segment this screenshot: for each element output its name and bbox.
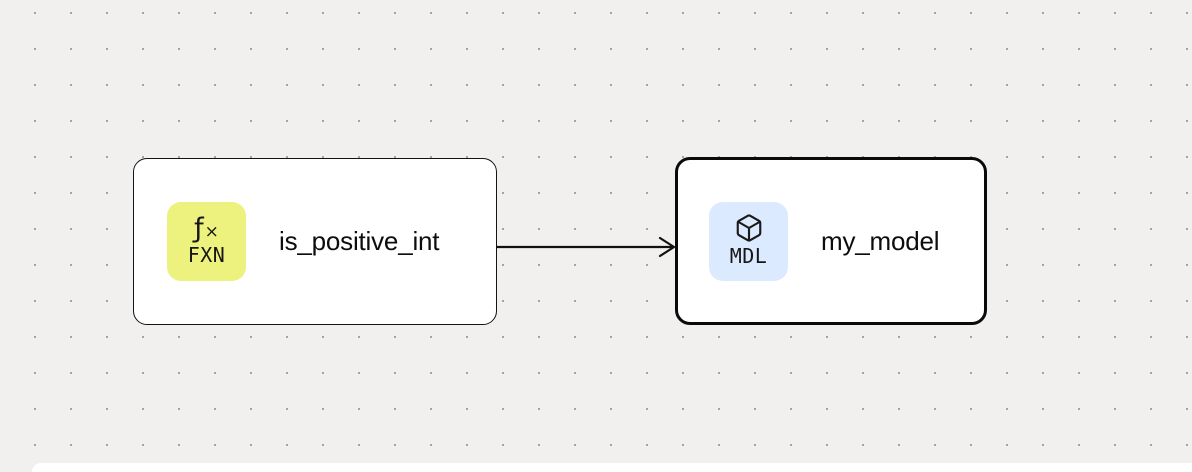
arrowhead-icon: [658, 236, 676, 258]
node-is-positive-int[interactable]: ƒ × FXN is_positive_int: [133, 158, 497, 325]
function-icon: ƒ ×: [194, 213, 219, 244]
edge-arrow[interactable]: [495, 231, 679, 263]
model-type-tag: MDL: [729, 244, 768, 268]
node-my-model[interactable]: MDL my_model: [675, 157, 987, 325]
node-label: is_positive_int: [279, 226, 440, 256]
cube-icon: [734, 213, 764, 243]
node-label: my_model: [821, 225, 940, 256]
function-type-badge: ƒ × FXN: [167, 202, 246, 281]
model-type-badge: MDL: [709, 201, 788, 281]
function-type-tag: FXN: [187, 243, 226, 267]
bottom-panel-edge: [32, 463, 1192, 472]
